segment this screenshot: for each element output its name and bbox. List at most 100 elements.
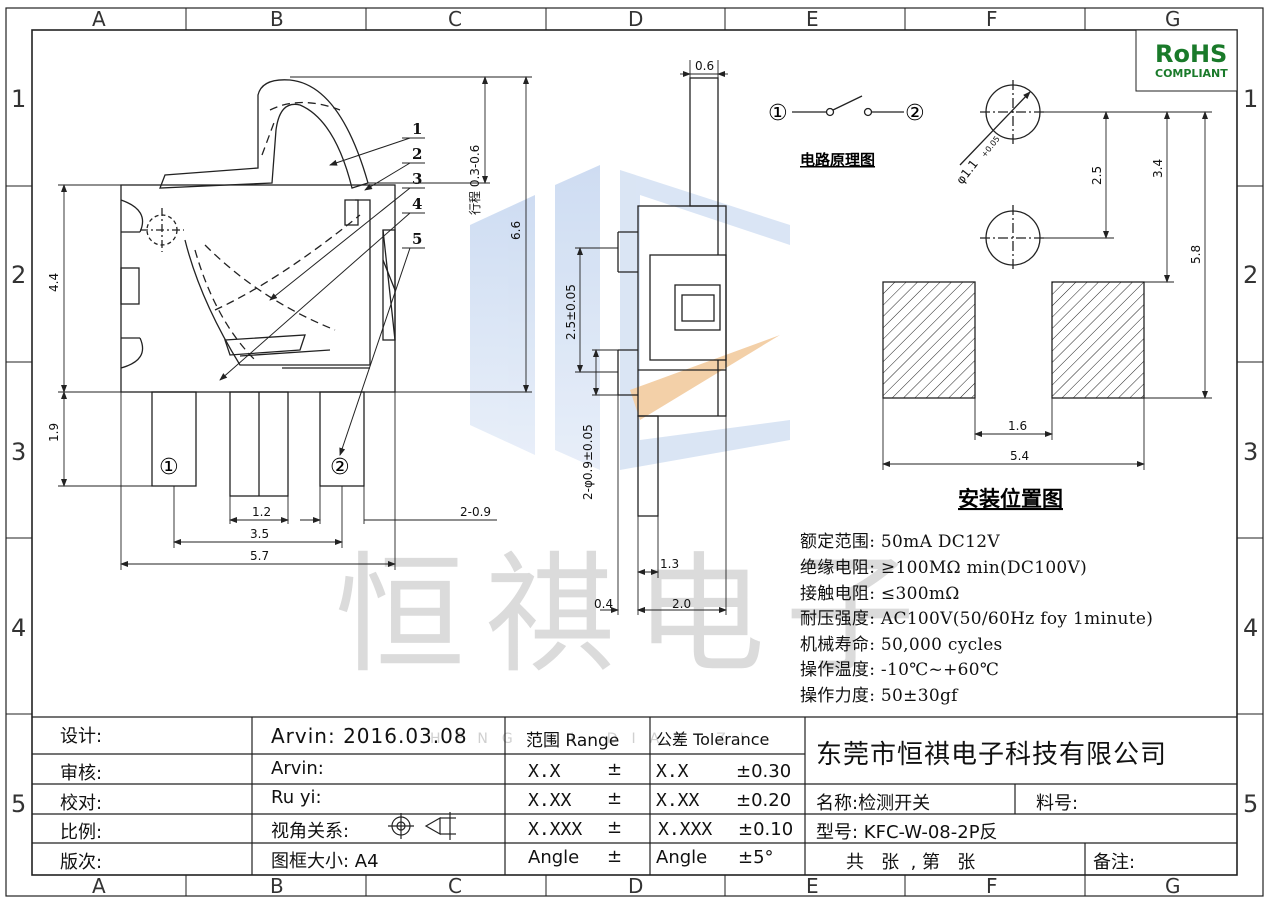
frame-row-labels: 1 2 3 4 5 1 2 3 4 5 (11, 85, 1258, 818)
tolerance-header: 公差 Tolerance (656, 730, 770, 749)
svg-text:4: 4 (11, 614, 26, 642)
product-name: 名称:检测开关 (816, 793, 931, 814)
svg-text:5: 5 (11, 790, 26, 818)
dim-pitch-12: 1.2 (252, 505, 271, 519)
svg-text:2: 2 (11, 261, 26, 289)
svg-text:2: 2 (1243, 261, 1258, 289)
callout-labels: 1 2 3 4 5 (412, 120, 422, 248)
watermark-text: 恒祺电子 (335, 539, 935, 691)
circuit-title: 电路原理图 (800, 151, 875, 169)
svg-text:C: C (448, 874, 462, 898)
tol-key-4: Angle (656, 847, 708, 868)
dim-front-leg: 1.9 (47, 423, 61, 442)
dim-pin-09: 2-0.9 (460, 505, 491, 519)
terminal-2-label: ② (330, 455, 350, 480)
watermark-subtext: HENG QI DIAN ZI (430, 731, 758, 747)
dim-pitch-35: 3.5 (250, 527, 269, 541)
label-design: 设计: (60, 726, 103, 747)
side-view (617, 77, 727, 517)
front-dimension-text: 4.4 1.9 6.6 行程 0.3-0.6 1.2 3.5 5.7 2-0.9 (47, 145, 523, 563)
dim-side-04: 0.4 (594, 597, 613, 611)
company-name: 东莞市恒祺电子科技有限公司 (816, 740, 1168, 770)
dim-side-20: 2.0 (672, 597, 691, 611)
circuit-terminal-1: ① (768, 101, 788, 126)
tol-val-4: ±5° (738, 847, 774, 868)
dim-width-57: 5.7 (250, 549, 269, 563)
rohs-badge: RoHS COMPLIANT (1135, 29, 1238, 92)
spec-mechanical-life: 机械寿命: 50,000 cycles (800, 635, 1003, 655)
svg-text:F: F (986, 874, 998, 898)
svg-text:G: G (1165, 874, 1181, 898)
side-dimension-lines (575, 60, 728, 615)
value-check: Ru yi: (271, 787, 322, 808)
part-number-label: 料号: (1036, 793, 1079, 814)
projection-symbol (388, 812, 456, 840)
side-dimension-text: 0.6 2.5±0.05 2-φ0.9±0.05 1.3 0.4 2.0 (564, 59, 714, 611)
tol-key-2: X.XX (656, 790, 700, 811)
svg-text:B: B (270, 7, 284, 31)
front-dimension-lines (58, 76, 532, 570)
dim-inst-58: 5.8 (1189, 245, 1203, 264)
spec-withstand-voltage: 耐压强度: AC100V(50/60Hz foy 1minute) (800, 609, 1154, 629)
rohs-title: RoHS (1155, 40, 1227, 68)
tol-key-3: X.XXX (658, 819, 713, 840)
callout-3: 3 (412, 170, 422, 188)
svg-text:1: 1 (11, 85, 26, 113)
label-version: 版次: (60, 852, 103, 873)
callout-1: 1 (412, 120, 422, 138)
front-view (120, 79, 396, 497)
svg-text:A: A (92, 7, 106, 31)
dim-side-hole: 2-φ0.9±0.05 (581, 424, 595, 500)
install-dimension-lines (882, 111, 1212, 470)
dim-side-13: 1.3 (660, 557, 679, 571)
tol-val-2: ±0.20 (736, 790, 792, 811)
svg-text:3: 3 (11, 438, 26, 466)
label-check: 校对: (60, 793, 103, 814)
svg-text:5: 5 (1243, 790, 1258, 818)
spec-rated: 额定范围: 50mA DC12V (800, 532, 1000, 552)
range-sym-4: ± (607, 846, 623, 867)
title-block-grid (32, 716, 1237, 875)
install-pattern (882, 80, 1145, 399)
value-frame-size: 图框大小: A4 (271, 851, 379, 872)
svg-text:1: 1 (1243, 85, 1258, 113)
svg-text:3: 3 (1243, 438, 1258, 466)
dim-side-25: 2.5±0.05 (564, 284, 578, 340)
svg-text:D: D (628, 874, 643, 898)
install-title: 安装位置图 (958, 487, 1063, 511)
svg-text:F: F (986, 7, 998, 31)
range-sym-3: ± (607, 817, 623, 838)
dim-travel: 行程 0.3-0.6 (467, 145, 482, 215)
sheet-frame (5, 7, 1264, 897)
dim-side-top: 0.6 (695, 59, 714, 73)
terminal-1-label: ① (159, 455, 179, 480)
svg-text:4: 4 (1243, 614, 1258, 642)
svg-text:E: E (806, 874, 819, 898)
circuit-diagram (792, 95, 904, 117)
dim-hole-tol: +0.05 (979, 134, 1001, 159)
svg-text:D: D (628, 7, 643, 31)
dim-inst-25: 2.5 (1090, 166, 1104, 185)
dim-total-height: 6.6 (509, 221, 523, 240)
range-key-4: Angle (528, 847, 580, 868)
callout-2: 2 (412, 145, 422, 163)
remarks-label: 备注: (1093, 852, 1136, 873)
value-review: Arvin: (271, 758, 324, 779)
sheet-count: 共 张 , 第 张 (846, 852, 976, 873)
dim-inst-34: 3.4 (1151, 159, 1165, 178)
dim-front-height: 4.4 (47, 273, 61, 292)
range-sym-2: ± (607, 788, 623, 809)
range-key-1: X.X (528, 761, 561, 782)
spec-operating-force: 操作力度: 50±30gf (800, 686, 958, 706)
tol-val-1: ±0.30 (736, 761, 792, 782)
tol-key-1: X.X (656, 761, 689, 782)
range-key-2: X.XX (528, 790, 572, 811)
model-label: 型号: KFC-W-08-2P反 (816, 822, 998, 843)
dim-hole-dia: φ1.1 (953, 157, 981, 187)
value-view-relation: 视角关系: (271, 821, 350, 842)
spec-contact-resistance: 接触电阻: ≤300mΩ (800, 584, 960, 604)
spec-temperature: 操作温度: -10℃~+60℃ (800, 660, 1000, 680)
svg-text:B: B (270, 874, 284, 898)
